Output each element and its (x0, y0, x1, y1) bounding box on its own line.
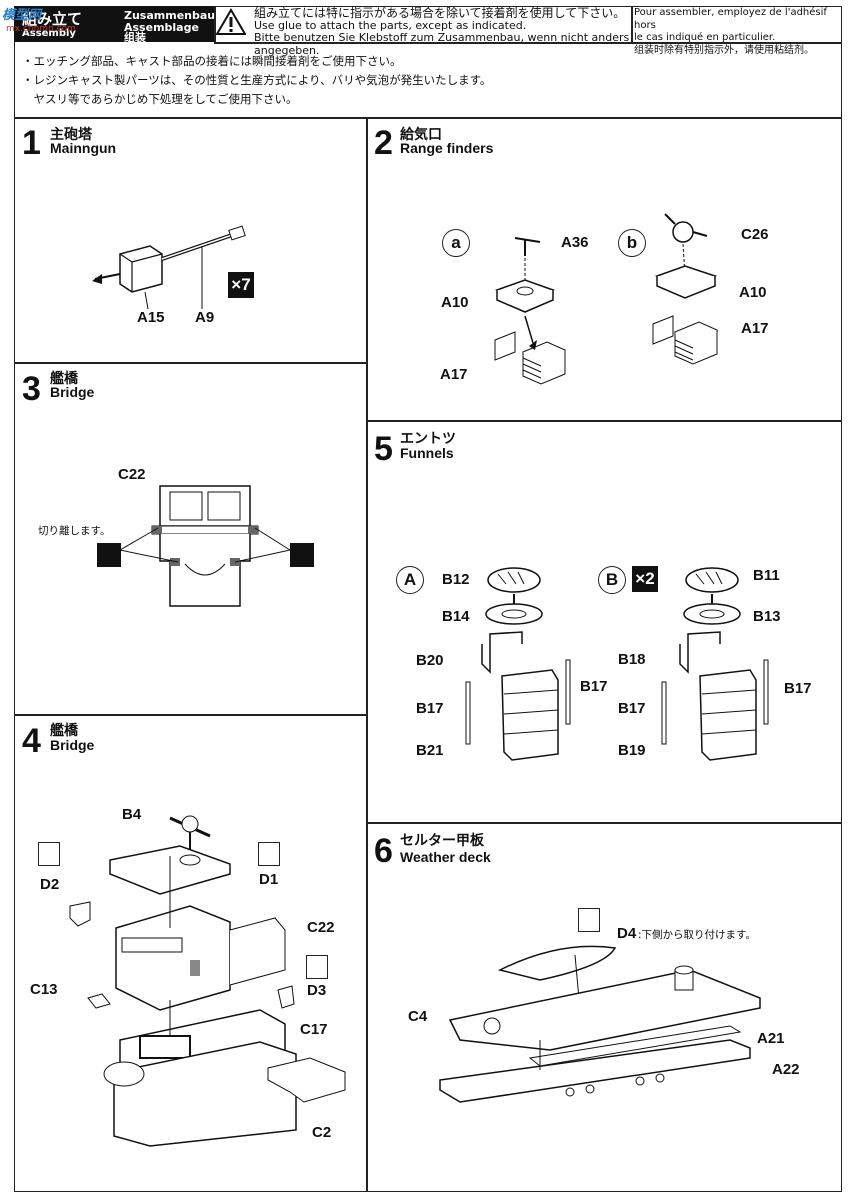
step-3-en: Bridge (50, 384, 95, 400)
step1-divider (14, 362, 366, 364)
weather-deck-drawing (439, 945, 761, 1103)
cn-title: 组装 (124, 31, 146, 44)
header-vdivider (214, 6, 216, 42)
part-label: B19 (618, 742, 646, 759)
part-label: B14 (442, 608, 470, 625)
part-label: A10 (739, 284, 767, 301)
step-4-en: Bridge (50, 737, 95, 753)
funnel-a-drawing (465, 567, 571, 761)
part-label: B17 (618, 700, 646, 717)
glue-drop-icon (258, 842, 280, 866)
cut-icon (290, 543, 314, 567)
glue-instructions-fr: Pour assembler, employez de l'adhésif ho… (634, 7, 827, 56)
part-label: C22 (118, 466, 146, 483)
glue-drop-icon (578, 908, 600, 932)
step-4-jp: 艦橋 (50, 723, 78, 739)
part-label: D4 (617, 925, 637, 942)
cut-icon (97, 543, 121, 567)
range-finder-b-drawing (652, 213, 719, 365)
funnel-b-drawing (661, 567, 769, 761)
step-1-jp: 主砲塔 (50, 127, 92, 143)
header-divider (214, 42, 842, 44)
bridge-c22-drawing (151, 485, 259, 607)
part-label: C22 (307, 919, 335, 936)
multiplier-badge: ×2 (632, 566, 658, 592)
watermark-url: mx.chnmn.com (6, 24, 76, 34)
step-3-jp: 艦橋 (50, 371, 78, 387)
step-6-en: Weather deck (400, 849, 491, 865)
step-2-jp: 給気口 (400, 127, 442, 143)
step5-divider (366, 822, 842, 824)
part-label: A21 (757, 1030, 785, 1047)
notes-divider (14, 117, 842, 119)
part-label: A15 (137, 309, 165, 326)
part-label: B12 (442, 571, 470, 588)
glue-instructions: 組み立てには特に指示がある場合を除いて接着剤を使用して下さい。 Use glue… (254, 6, 630, 57)
step-2-number: 2 (374, 124, 393, 162)
part-label: C13 (30, 981, 58, 998)
variant-B-circle: B (598, 566, 626, 594)
step-4-number: 4 (22, 722, 41, 760)
part-label: A22 (772, 1061, 800, 1078)
step-1-en: Mainngun (50, 140, 117, 156)
part-label: B21 (416, 742, 444, 759)
glue-drop-icon (38, 842, 60, 866)
part-label: B4 (122, 806, 142, 823)
step-5-en: Funnels (400, 445, 454, 461)
step-3-number: 3 (22, 370, 41, 408)
part-label: B11 (753, 567, 780, 584)
part-label: A17 (741, 320, 769, 337)
cut-note: 切り離します。 (38, 525, 111, 537)
instruction-sheet-frame (14, 6, 842, 1192)
part-label: B17 (416, 700, 444, 717)
part-label: A17 (440, 366, 468, 383)
center-divider (366, 117, 368, 1192)
d4-note: :下側から取り付けます。 (638, 929, 756, 941)
part-label: B13 (753, 608, 781, 625)
step-5-number: 5 (374, 430, 393, 468)
part-label: C4 (408, 1008, 428, 1025)
notes: ・エッチング部品、キャスト部品の接着には瞬間接着剤をご使用下さい。 ・レジンキャ… (22, 54, 492, 106)
en-title: Assembly (22, 28, 76, 39)
part-label: B17 (580, 678, 608, 695)
variant-a-circle: a (442, 229, 470, 257)
part-label: D1 (259, 871, 279, 888)
warning-icon (216, 8, 246, 35)
part-label: C17 (300, 1021, 328, 1038)
part-label: B17 (784, 680, 812, 697)
part-label: D3 (307, 982, 327, 999)
multiplier-badge: ×7 (228, 272, 254, 298)
step-1-number: 1 (22, 124, 41, 162)
cut-leader-lines (119, 527, 291, 563)
watermark-logo: 模型网 (2, 8, 42, 23)
glue-drop-icon (306, 955, 328, 979)
step-6-number: 6 (374, 832, 393, 870)
variant-A-circle: A (396, 566, 424, 594)
part-label: C2 (312, 1124, 332, 1141)
part-label: A36 (561, 234, 589, 251)
part-label: B20 (416, 652, 444, 669)
step2-divider (366, 420, 842, 422)
step3-divider (14, 714, 366, 716)
range-finder-a-drawing (494, 237, 567, 385)
jp-title: 組み立て (22, 10, 83, 28)
main-gun-turret-drawing (92, 225, 246, 310)
part-label: A9 (195, 309, 215, 326)
part-label: D2 (40, 876, 60, 893)
variant-b-circle: b (618, 229, 646, 257)
header-vdivider-2 (631, 6, 633, 42)
step-2-en: Range finders (400, 140, 494, 156)
part-label: C26 (741, 226, 769, 243)
step-5-jp: エントツ (400, 431, 456, 447)
part-label: B18 (618, 651, 646, 668)
part-label: A10 (441, 294, 469, 311)
bridge-assembly-drawing (69, 815, 346, 1147)
step-6-jp: セルター甲板 (400, 833, 484, 849)
